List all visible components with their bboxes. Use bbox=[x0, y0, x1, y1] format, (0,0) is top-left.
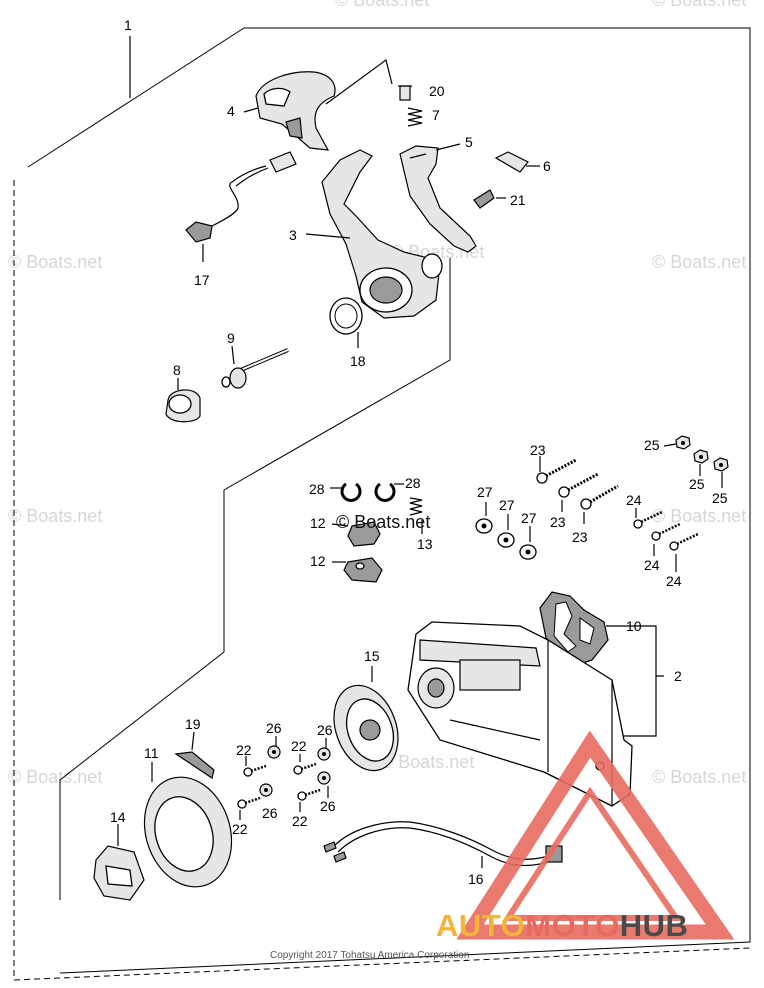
callout-27: 27 bbox=[477, 484, 493, 500]
part-20-screw bbox=[398, 85, 412, 101]
callout-24: 24 bbox=[626, 492, 642, 508]
watermark: © Boats.net bbox=[652, 252, 746, 272]
callout-25: 25 bbox=[644, 437, 660, 453]
part-19-strip bbox=[174, 731, 215, 779]
callout-17: 17 bbox=[194, 272, 210, 288]
part-22-screws bbox=[237, 754, 321, 820]
logo-hub: HUB bbox=[620, 908, 689, 943]
part-15-plate bbox=[333, 666, 399, 772]
callout-27: 27 bbox=[499, 497, 515, 513]
part-5-lever bbox=[399, 143, 477, 253]
callout-3: 3 bbox=[289, 227, 297, 243]
callout-28: 28 bbox=[405, 475, 421, 491]
logo-auto: AUTO bbox=[436, 908, 525, 943]
callout-16: 16 bbox=[468, 871, 484, 887]
callout-22: 22 bbox=[291, 738, 307, 754]
watermark: © Boats.net bbox=[652, 506, 746, 526]
callout-23: 23 bbox=[530, 442, 546, 458]
part-25-nuts bbox=[663, 435, 729, 488]
part-24-screws bbox=[633, 508, 699, 572]
callout-14: 14 bbox=[110, 809, 126, 825]
callout-23: 23 bbox=[572, 529, 588, 545]
callout-26: 26 bbox=[262, 805, 278, 821]
callout-25: 25 bbox=[689, 476, 705, 492]
part-4-grip bbox=[243, 71, 336, 151]
part-26-washers bbox=[259, 736, 331, 798]
part-27-washers bbox=[475, 502, 537, 560]
svg-text:AUTOMOTOHUB: AUTOMOTOHUB bbox=[436, 908, 688, 943]
leader-line bbox=[325, 58, 393, 105]
watermark: © Boats.net bbox=[8, 506, 102, 526]
watermark: © Boats.net bbox=[652, 767, 746, 787]
watermark: © Boats.net bbox=[335, 0, 429, 10]
callout-15: 15 bbox=[364, 648, 380, 664]
callout-24: 24 bbox=[666, 573, 682, 589]
callout-13: 13 bbox=[417, 536, 433, 552]
part-12-blocks bbox=[331, 521, 383, 583]
part-7-spring bbox=[407, 107, 423, 127]
callout-23: 23 bbox=[550, 514, 566, 530]
part-9-shaft bbox=[221, 345, 289, 389]
callout-labels: 1 2 3 4 5 6 7 8 9 10 11 12 12 13 14 15 1… bbox=[110, 17, 728, 887]
callout-27: 27 bbox=[521, 510, 537, 526]
callout-25: 25 bbox=[712, 490, 728, 506]
watermarks: © Boats.net © Boats.net © Boats.net © Bo… bbox=[8, 0, 746, 787]
copyright-text: Copyright 2017 Tohatsu America Corporati… bbox=[270, 950, 469, 961]
part-3-housing bbox=[305, 149, 443, 319]
callout-8: 8 bbox=[173, 362, 181, 378]
watermark: © Boats.net bbox=[8, 767, 102, 787]
part-8-knob bbox=[165, 378, 201, 423]
callout-19: 19 bbox=[185, 716, 201, 732]
part-17-harness bbox=[185, 151, 297, 262]
callout-26: 26 bbox=[266, 720, 282, 736]
callout-18: 18 bbox=[350, 353, 366, 369]
callout-5: 5 bbox=[465, 134, 473, 150]
callout-12: 12 bbox=[310, 553, 326, 569]
callout-22: 22 bbox=[232, 821, 248, 837]
watermark: © Boats.net bbox=[380, 752, 474, 772]
logo-moto: MOTO bbox=[525, 908, 619, 943]
callout-20: 20 bbox=[429, 83, 445, 99]
callout-4: 4 bbox=[227, 103, 235, 119]
part-18-washer bbox=[329, 297, 363, 348]
part-28-clips bbox=[330, 482, 404, 502]
callout-7: 7 bbox=[432, 107, 440, 123]
callout-2: 2 bbox=[674, 668, 682, 684]
automotohub-logo: AUTOMOTOHUB bbox=[436, 730, 735, 943]
callout-11: 11 bbox=[144, 745, 159, 761]
part-14-bracket bbox=[93, 824, 145, 901]
callout-28: 28 bbox=[309, 481, 325, 497]
part-13-spring bbox=[409, 497, 423, 534]
callout-12: 12 bbox=[310, 515, 326, 531]
part-6-clip bbox=[494, 151, 540, 173]
watermark-inline: © Boats.net bbox=[336, 512, 430, 532]
callout-1: 1 bbox=[124, 17, 132, 33]
part-23-screws bbox=[536, 456, 619, 524]
callout-22: 22 bbox=[236, 742, 252, 758]
callout-10: 10 bbox=[626, 618, 642, 634]
watermark: © Boats.net bbox=[652, 0, 746, 10]
part-21-bolt bbox=[473, 189, 506, 209]
part-11-cover bbox=[143, 762, 233, 888]
assembly-frame bbox=[13, 27, 751, 981]
callout-24: 24 bbox=[644, 557, 660, 573]
callout-21: 21 bbox=[510, 192, 526, 208]
callout-26: 26 bbox=[317, 722, 333, 738]
callout-26: 26 bbox=[320, 798, 336, 814]
watermark: © Boats.net bbox=[8, 252, 102, 272]
callout-22: 22 bbox=[292, 813, 308, 829]
callout-6: 6 bbox=[543, 158, 551, 174]
callout-9: 9 bbox=[227, 330, 235, 346]
